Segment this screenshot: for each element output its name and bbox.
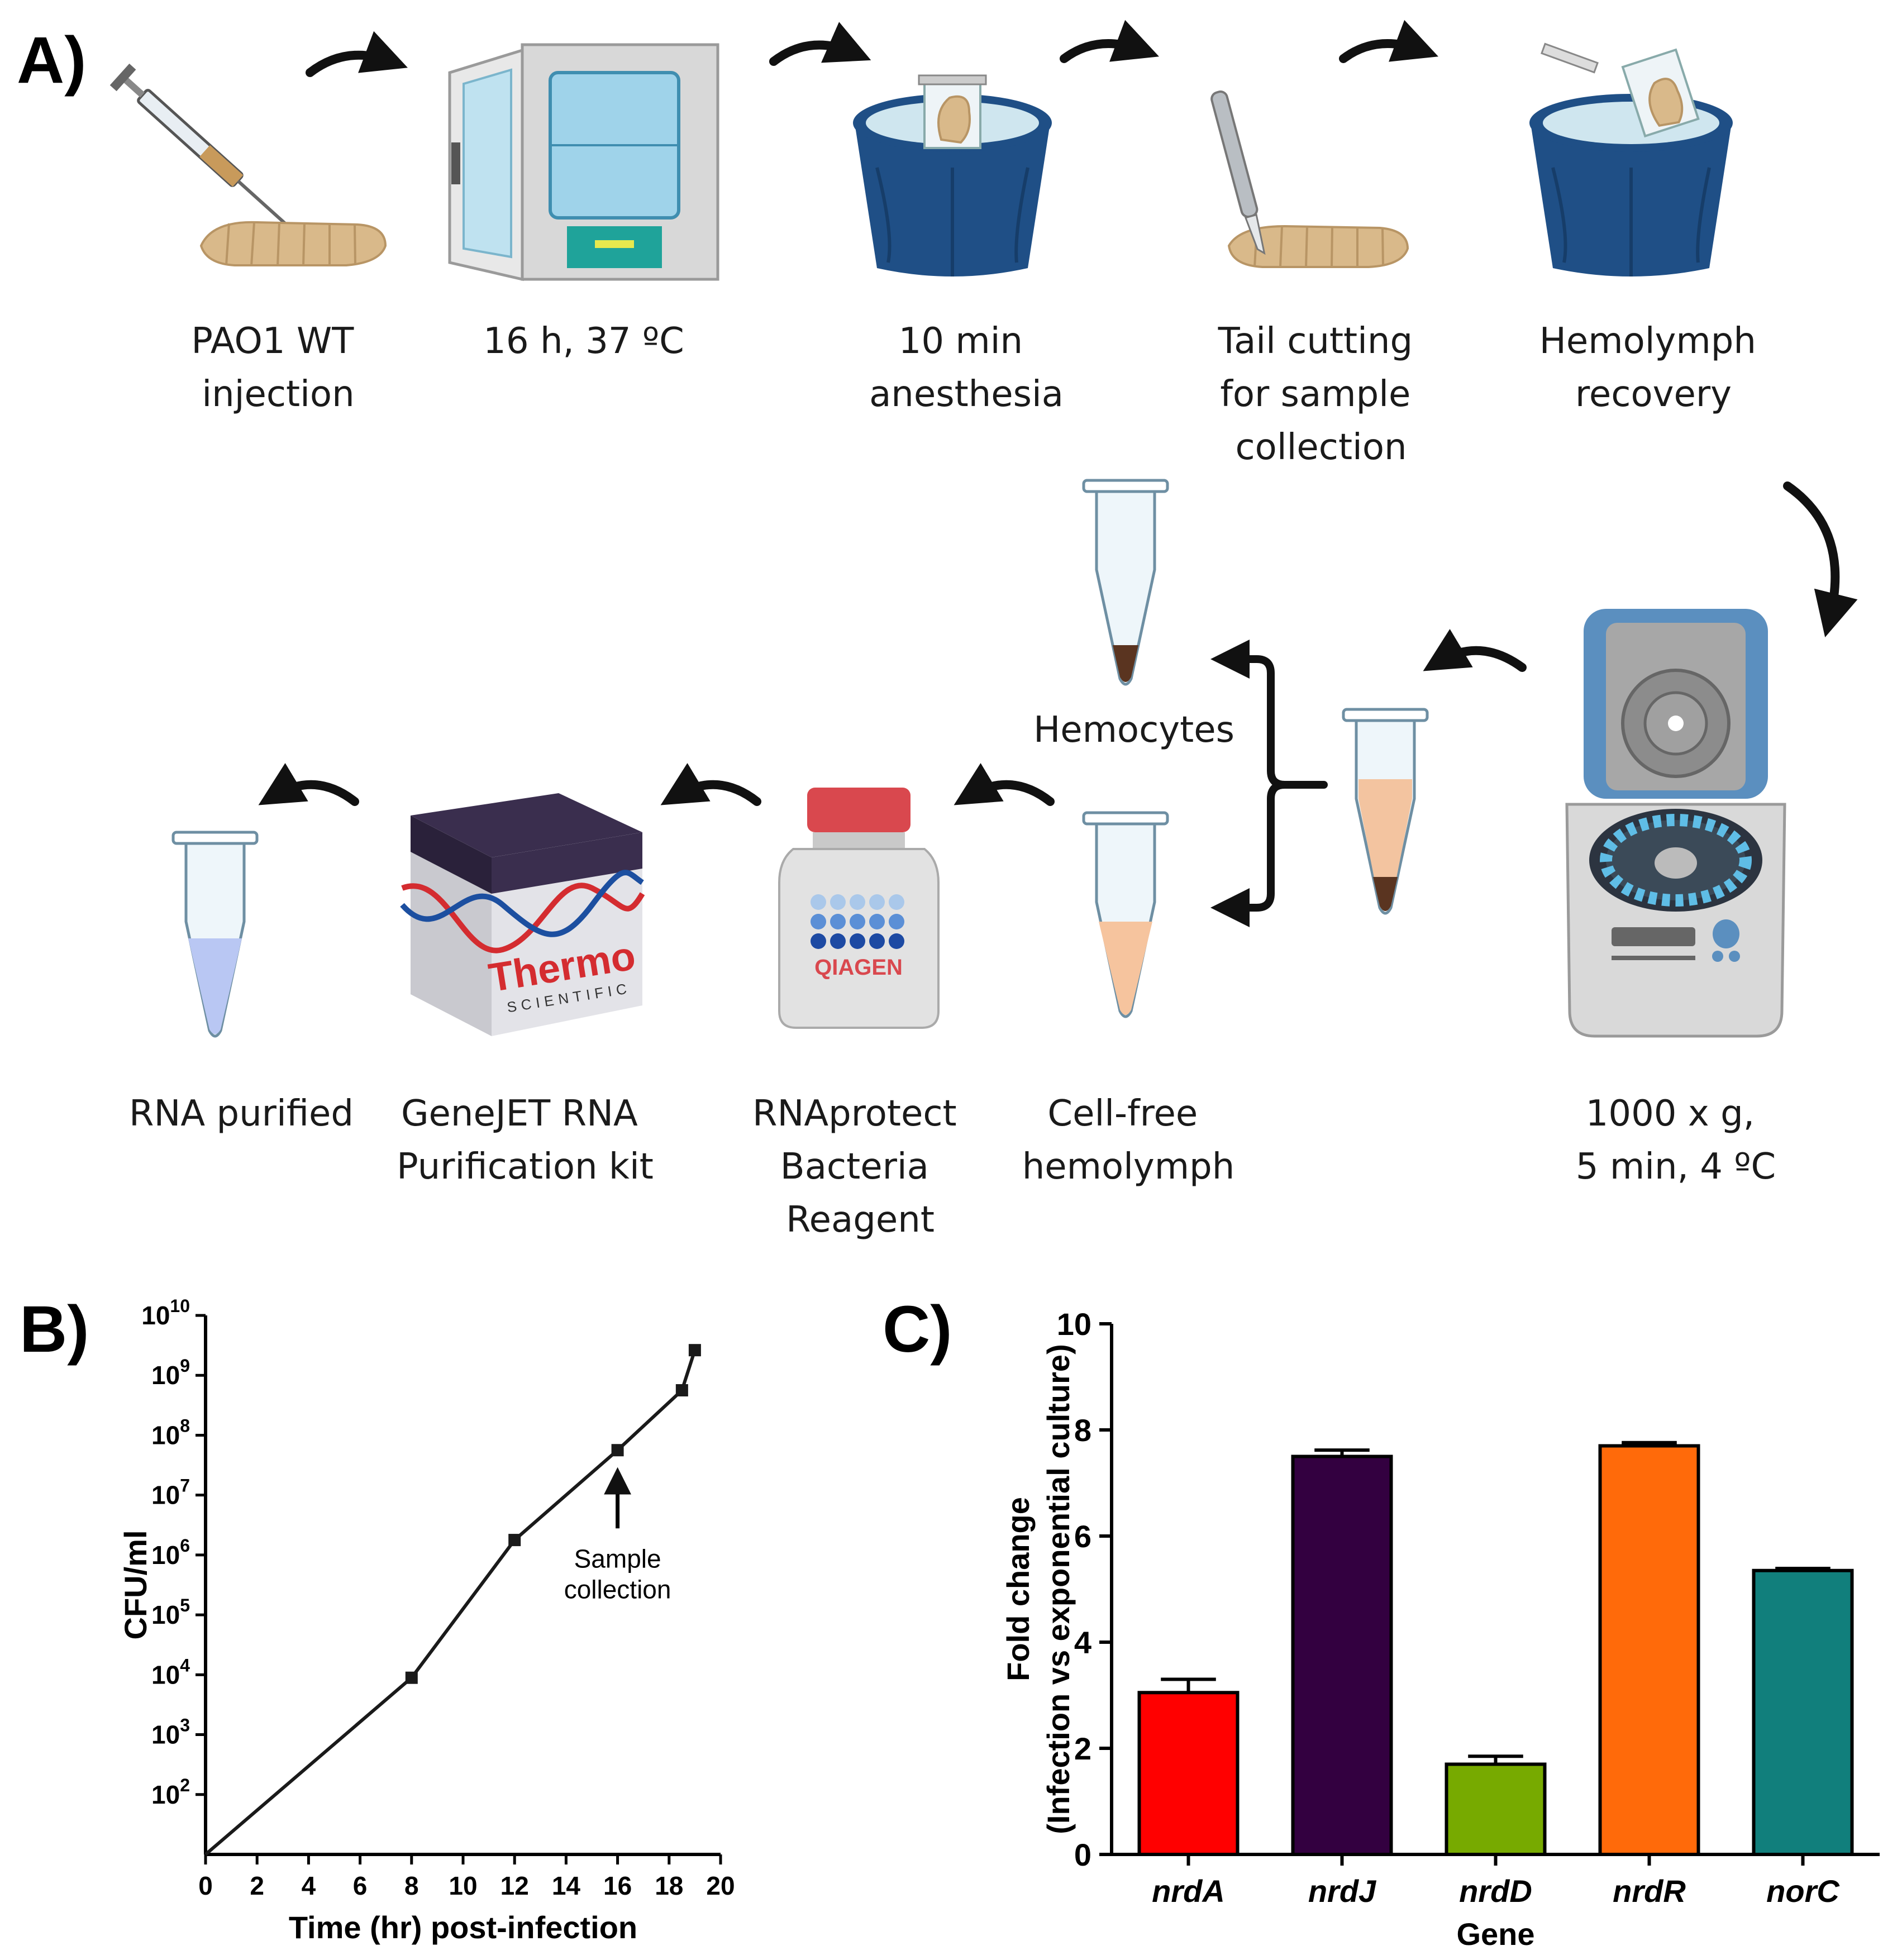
x-tick-label: 8	[404, 1871, 419, 1900]
syringe-larva-illustration	[109, 63, 387, 266]
y-tick-label: 6	[1074, 1519, 1091, 1554]
fold-change-bar-chart: 0 2 4 6 8 10 nrdA nrdJ nrdD nrdR norC Gene Fold chan…	[1000, 1306, 1880, 1952]
x-tick-label: 14	[552, 1871, 581, 1900]
caption-cell-free-hemolymph: Cell-free hemolymph	[1022, 1093, 1235, 1188]
x-tick-label: norC	[1766, 1873, 1840, 1909]
y-tick-label: 1010	[141, 1296, 190, 1330]
panel-c-label: C)	[883, 1293, 952, 1366]
tube-cell-free-illustration	[1082, 811, 1169, 1018]
caption-rna-purified: RNA purified	[129, 1093, 354, 1134]
ice-bucket-recovery-illustration	[1529, 42, 1733, 276]
scalpel-larva-illustration	[1210, 90, 1409, 268]
tube-hemocytes-illustration	[1082, 479, 1169, 686]
data-point	[675, 1384, 688, 1397]
data-point	[611, 1444, 624, 1457]
genejet-kit-box-illustration: Thermo SCIENTIFIC	[400, 793, 645, 1036]
y-axis-title: Fold change(Infection vs exponential cul…	[1000, 1344, 1076, 1834]
arrow-8	[660, 763, 761, 806]
y-tick-label: 0	[1074, 1837, 1091, 1872]
caption-centrifugation: 1000 x g, 5 min, 4 ºC	[1576, 1093, 1776, 1188]
tube-rna-purified-illustration	[171, 831, 259, 1038]
growth-curve-line	[204, 1349, 697, 1856]
flow-arrows	[258, 20, 1858, 806]
arrow-9	[258, 763, 359, 806]
caption-genejet: GeneJET RNA Purification kit	[397, 1093, 654, 1188]
caption-injection: PAO1 WT injection	[191, 321, 365, 415]
y-tick-label: 107	[151, 1476, 190, 1510]
arrow-4	[1339, 20, 1438, 63]
ice-bucket-anesthesia-illustration	[853, 74, 1052, 276]
caption-tail-cutting: Tail cutting for sample collection	[1218, 321, 1424, 468]
centrifuge-illustration	[1565, 609, 1786, 1038]
y-tick-label: 8	[1074, 1413, 1091, 1448]
growth-curve-chart: 0 2 4 6 8 10 12 14 16 18 20 102 103 104 105 106 107 108 10…	[118, 1296, 735, 1945]
x-tick-label: nrdD	[1459, 1873, 1532, 1909]
x-axis-title: Gene	[1456, 1916, 1534, 1952]
caption-hemocytes: Hemocytes	[1033, 709, 1234, 751]
x-tick-label: 10	[449, 1871, 477, 1900]
caption-anesthesia: 10 min anesthesia	[869, 321, 1064, 415]
panel-a-label: A)	[17, 23, 87, 97]
y-tick-label: 104	[151, 1655, 190, 1689]
x-tick-label: 12	[500, 1871, 529, 1900]
x-axis-title: Time (hr) post-infection	[289, 1910, 637, 1945]
data-point	[508, 1534, 521, 1547]
caption-hemolymph-recovery: Hemolymph recovery	[1539, 321, 1768, 415]
panel-b-label: B)	[20, 1293, 89, 1366]
caption-incubation: 16 h, 37 ºC	[483, 321, 684, 362]
bar-norC	[1752, 1568, 1854, 1856]
bar-nrdA	[1137, 1691, 1240, 1856]
arrow-5	[1783, 481, 1858, 638]
x-tick-label: 6	[353, 1871, 368, 1900]
y-tick-label: 109	[151, 1356, 190, 1390]
x-tick-label: 4	[302, 1871, 316, 1900]
y-tick-label: 105	[151, 1595, 190, 1629]
incubator-illustration	[448, 43, 719, 282]
y-tick-label: 103	[151, 1715, 190, 1749]
bar-nrdD	[1445, 1762, 1547, 1856]
y-tick-label: 102	[151, 1775, 190, 1809]
x-tick-label: 0	[198, 1871, 213, 1900]
split-bracket	[1210, 640, 1328, 927]
y-tick-label: 4	[1074, 1625, 1091, 1660]
qiagen-logo: QIAGEN	[814, 955, 903, 980]
y-axis-title: CFU/ml	[118, 1530, 153, 1640]
x-tick-label: nrdA	[1152, 1873, 1225, 1909]
sample-collection-label: collection	[564, 1575, 671, 1604]
x-tick-label: 2	[250, 1871, 264, 1900]
arrow-2	[769, 22, 871, 66]
x-tick-label: nrdJ	[1308, 1873, 1377, 1909]
arrow-6	[1423, 629, 1527, 672]
sample-collection-label: Sample	[574, 1544, 661, 1573]
x-tick-label: 18	[655, 1871, 683, 1900]
data-point	[688, 1344, 701, 1357]
x-tick-label: 20	[706, 1871, 735, 1900]
y-tick-label: 108	[151, 1415, 190, 1449]
bar-nrdR	[1598, 1444, 1700, 1856]
tube-centrifuged-illustration	[1342, 708, 1429, 915]
rnaprotect-bottle-illustration: QIAGEN	[778, 788, 940, 1029]
caption-rnaprotect: RNAprotect Bacteria Reagent	[752, 1093, 968, 1241]
y-tick-label: 2	[1074, 1731, 1091, 1766]
x-tick-label: nrdR	[1613, 1873, 1686, 1909]
arrow-7	[954, 763, 1055, 806]
y-tick-label: 10	[1057, 1306, 1091, 1342]
data-point	[405, 1671, 418, 1684]
arrow-1	[306, 31, 408, 77]
y-tick-label: 106	[151, 1535, 190, 1570]
arrow-3	[1060, 20, 1159, 63]
x-tick-label: 16	[603, 1871, 632, 1900]
bar-nrdJ	[1291, 1454, 1393, 1856]
